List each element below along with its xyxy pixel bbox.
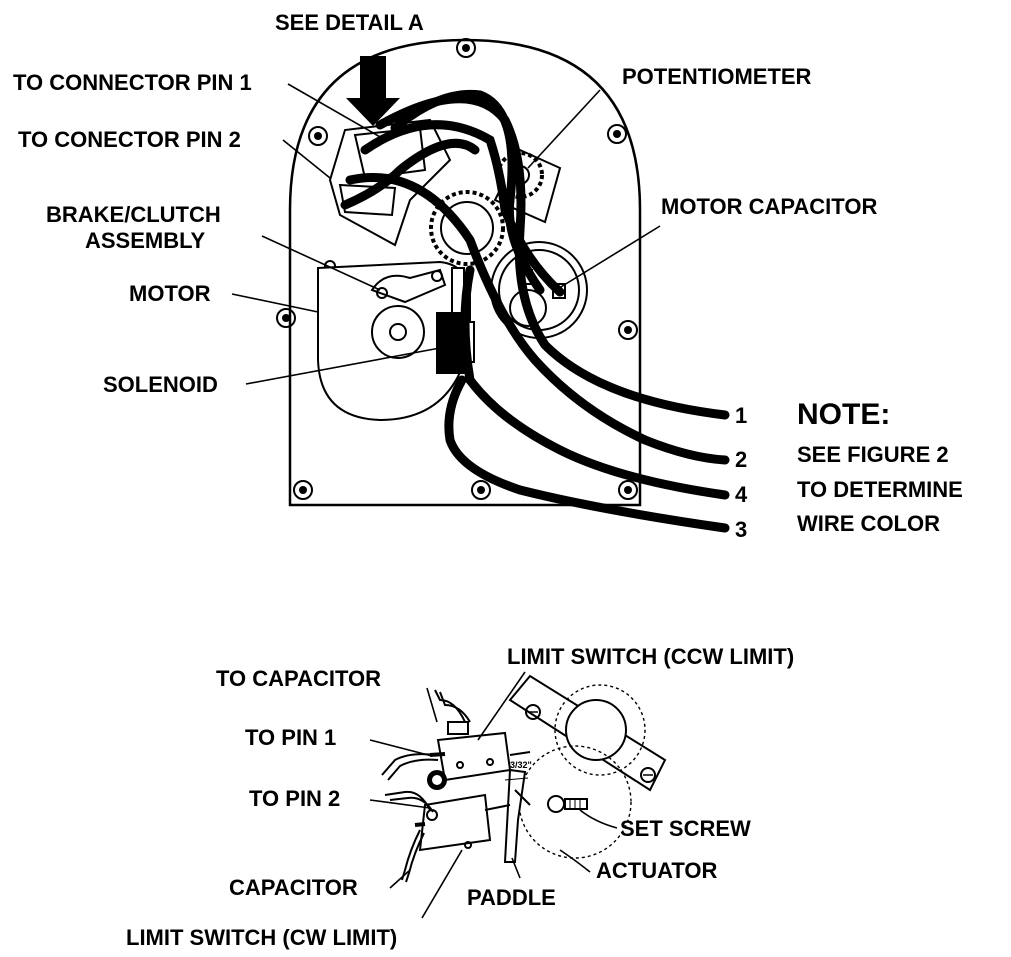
motor-capacitor-label: MOTOR CAPACITOR xyxy=(661,194,877,219)
mounting-screws xyxy=(276,38,638,500)
set-screw-label: SET SCREW xyxy=(620,816,751,841)
wire-number: 1 xyxy=(735,403,747,428)
detail-leader-lines xyxy=(369,671,618,919)
motor xyxy=(317,260,471,422)
limit-switch-detail-figure: 3/32" LIMIT SWITCH (CCW LIMIT) TO CAPACI… xyxy=(126,644,794,950)
gap-dimension-label: 3/32" xyxy=(510,760,532,770)
detail-a-arrow xyxy=(346,56,400,126)
cw-limit-switch xyxy=(414,770,511,852)
wiring-harness xyxy=(340,89,730,533)
actuator xyxy=(518,745,632,859)
wire-number-labels: 1 2 4 3 xyxy=(735,403,748,542)
leader-lines xyxy=(231,83,661,385)
limit-switch-ccw-label: LIMIT SWITCH (CCW LIMIT) xyxy=(507,644,794,669)
potentiometer-bracket xyxy=(508,674,667,792)
wire-number: 4 xyxy=(735,482,748,507)
capacitor-label: CAPACITOR xyxy=(229,875,358,900)
see-detail-a-label: SEE DETAIL A xyxy=(275,10,424,35)
paddle-label: PADDLE xyxy=(467,885,556,910)
brake-clutch-assembly xyxy=(370,268,447,304)
solenoid-label: SOLENOID xyxy=(103,372,218,397)
note-heading: NOTE: xyxy=(797,398,890,431)
note-line-1: SEE FIGURE 2 xyxy=(797,442,949,467)
actuator-housing-figure: SEE DETAIL A TO CONNECTOR PIN 1 TO CONEC… xyxy=(13,10,963,542)
brake-clutch-label-line-1: BRAKE/CLUTCH xyxy=(46,202,221,227)
detail-wires xyxy=(381,689,471,883)
note-line-2: TO DETERMINE xyxy=(797,477,963,502)
to-connector-pin-1-label: TO CONNECTOR PIN 1 xyxy=(13,70,252,95)
limit-switch-cw-label: LIMIT SWITCH (CW LIMIT) xyxy=(126,925,397,950)
wire-number: 2 xyxy=(735,447,747,472)
to-pin-2-label: TO PIN 2 xyxy=(249,786,340,811)
to-capacitor-label: TO CAPACITOR xyxy=(216,666,381,691)
wire-number: 3 xyxy=(735,517,747,542)
actuator-label: ACTUATOR xyxy=(596,858,718,883)
note-block: NOTE: SEE FIGURE 2 TO DETERMINE WIRE COL… xyxy=(797,398,963,536)
potentiometer-label: POTENTIOMETER xyxy=(622,64,812,89)
gap-dimension: 3/32" xyxy=(504,760,532,781)
to-pin-1-label: TO PIN 1 xyxy=(245,725,336,750)
to-connector-pin-2-label: TO CONECTOR PIN 2 xyxy=(18,127,241,152)
brake-clutch-label-line-2: ASSEMBLY xyxy=(85,228,206,253)
motor-label: MOTOR xyxy=(129,281,211,306)
note-line-3: WIRE COLOR xyxy=(797,511,940,536)
paddle xyxy=(503,768,531,863)
ccw-limit-switch xyxy=(429,721,531,782)
